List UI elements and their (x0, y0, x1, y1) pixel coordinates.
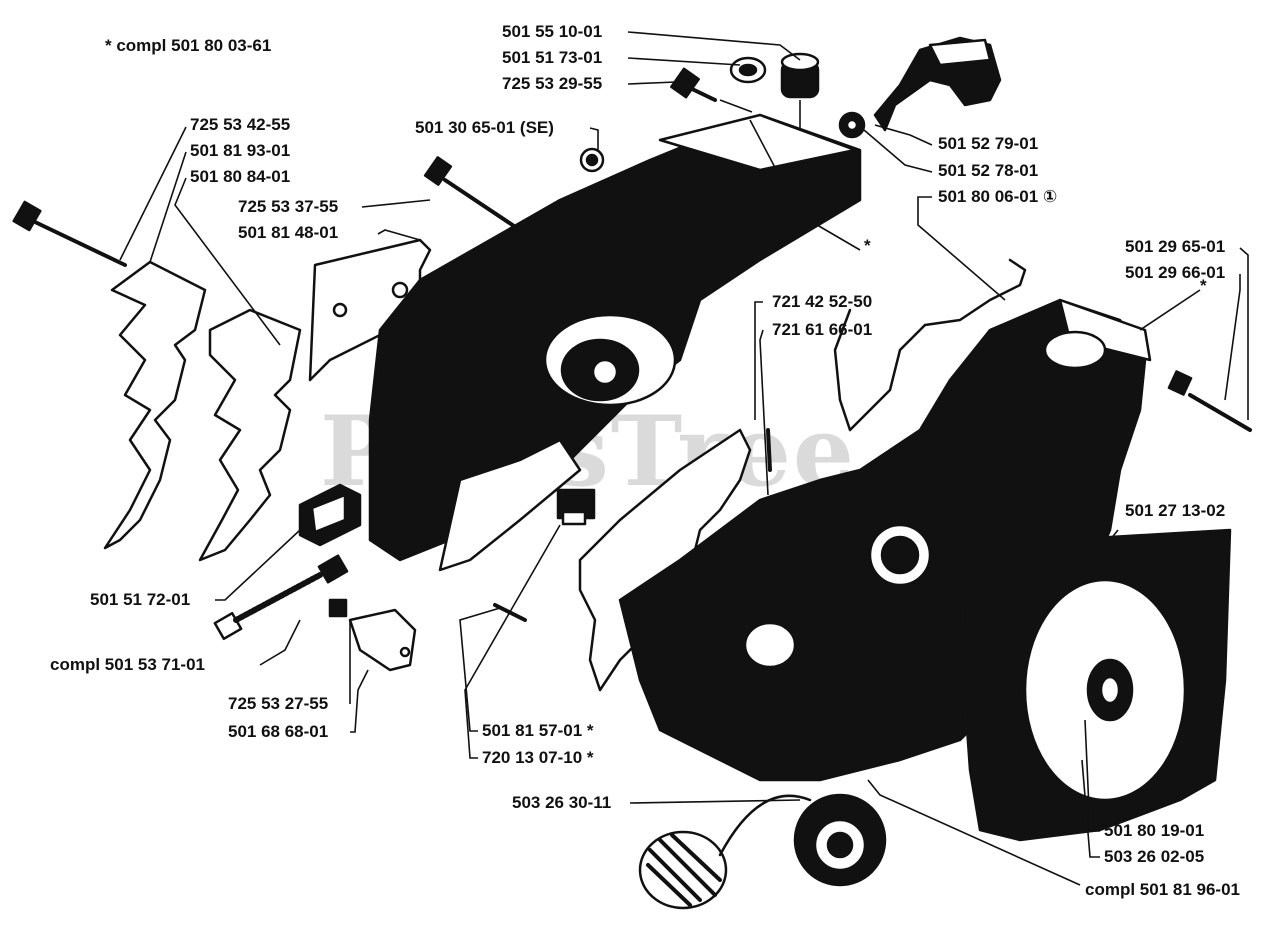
label-501-29-65-01: 501 29 65-01 (1125, 237, 1226, 256)
bolt-725-53-29-55 (670, 67, 717, 102)
label-721-42-52-50: 721 42 52-50 (772, 292, 873, 311)
label-725-53-27-55: 725 53 27-55 (228, 694, 329, 713)
pin-721-42-52-50 (766, 428, 772, 472)
bracket-501-68-68-01 (328, 598, 417, 672)
label-501-51-73-01: 501 51 73-01 (502, 48, 603, 67)
nut-501-52-78-01 (838, 111, 866, 139)
label-501-51-72-01: 501 51 72-01 (90, 590, 191, 609)
cap-501-51-73-01 (729, 56, 767, 84)
label-501-29-66-01: 501 29 66-01 (1125, 263, 1226, 282)
label-721-61-66-01: 721 61 66-01 (772, 320, 873, 339)
label-720-13-07-10: 720 13 07-10 * (482, 748, 594, 767)
screw-501-29-65-01 (1167, 370, 1252, 432)
label-503-26-02-05: 503 26 02-05 (1104, 847, 1205, 866)
handle-501-52-79-01 (873, 36, 1002, 132)
label-501-52-78-01: 501 52 78-01 (938, 161, 1039, 180)
label-501-68-68-01: 501 68 68-01 (228, 722, 329, 741)
label-compl-501-81-96-01: compl 501 81 96-01 (1085, 880, 1240, 899)
compl-note: * compl 501 80 03-61 (105, 36, 272, 55)
cap-501-55-10-01 (780, 52, 820, 99)
cap-grip (638, 794, 812, 910)
label-501-81-57-01: 501 81 57-01 * (482, 721, 594, 740)
clip-501-51-72-01 (298, 483, 362, 547)
spring-501-53-71-01 (213, 554, 349, 641)
label-725-53-42-55: 725 53 42-55 (190, 115, 291, 134)
label-501-30-65-01: 501 30 65-01 (SE) (415, 118, 554, 137)
leader-lines (119, 31, 1249, 886)
bumper-spike-plate-2 (198, 308, 302, 562)
label-501-80-84-01: 501 80 84-01 (190, 167, 291, 186)
block-721-61-66-01 (556, 488, 596, 526)
label-501-27-13-02: 501 27 13-02 (1125, 501, 1226, 520)
crankcase-left (368, 113, 862, 572)
gasket-501-80-06-01 (833, 258, 1027, 432)
bolt-725-53-37-55 (423, 156, 522, 232)
label-725-53-37-55: 725 53 37-55 (238, 197, 339, 216)
label-501-81-48-01: 501 81 48-01 (238, 223, 339, 242)
label-503-26-30-11: 503 26 30-11 (512, 793, 612, 812)
label-501-80-06-01: 501 80 06-01 ① (938, 187, 1058, 206)
label-501-81-93-01: 501 81 93-01 (190, 141, 291, 160)
starter-cover-501-27-13-02 (958, 528, 1232, 842)
label-501-80-19-01: 501 80 19-01 (1104, 821, 1205, 840)
label-501-55-10-01: 501 55 10-01 (502, 22, 603, 41)
cap-503-26-30-11 (793, 793, 887, 887)
label-725-53-29-55: 725 53 29-55 (502, 74, 603, 93)
bolt-725-53-42-55 (12, 200, 127, 267)
nut-501-30-65-01 (579, 147, 605, 173)
label-compl-501-53-71-01: compl 501 53 71-01 (50, 655, 205, 674)
label-501-52-79-01: 501 52 79-01 (938, 134, 1039, 153)
asterisk-marker-2: * (1200, 276, 1207, 295)
bumper-spike-plate (103, 260, 207, 550)
asterisk-marker-1: * (864, 236, 871, 255)
